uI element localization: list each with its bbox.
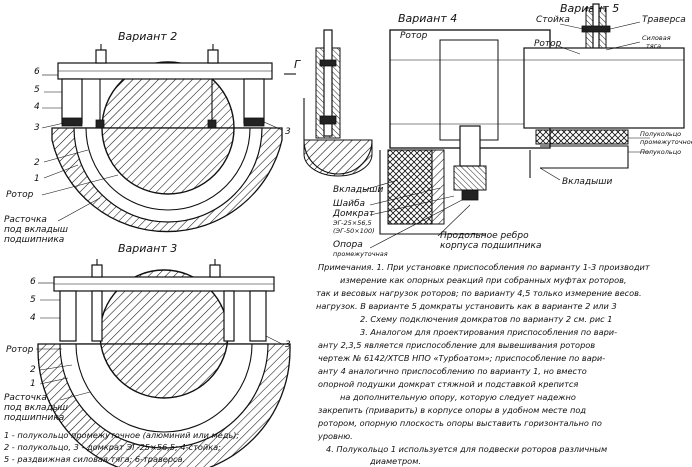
v5-label-liners: Вкладыши bbox=[562, 177, 612, 187]
v3-label-6: 6 bbox=[30, 277, 36, 287]
note-line-7: анту 2,3,5 является приспособление для в… bbox=[318, 340, 595, 350]
legend-line-2: 2 - полукольцо, 3 - домкрат ЭГ-25×56,5; … bbox=[4, 442, 221, 452]
v5-label-rotor: Ротор bbox=[534, 39, 562, 49]
v5-rotor bbox=[523, 47, 685, 129]
v5-label-half-2: промежуточное bbox=[640, 138, 692, 146]
note-line-6: 3. Аналогом для проектирования приспособ… bbox=[360, 327, 617, 337]
legend-line-1: 1 - полукольцо промежуточное (алюминий и… bbox=[4, 430, 239, 440]
note-line-14: уровню. bbox=[317, 431, 353, 441]
v2-label-6: 6 bbox=[34, 67, 40, 77]
v3-label-2: 2 bbox=[30, 365, 36, 375]
v4-label-support-sub: промежуточная bbox=[333, 250, 388, 258]
note-line-10: опорной подушки домкрат стяжной и подста… bbox=[318, 379, 578, 389]
v2-post-right bbox=[243, 78, 265, 124]
note-line-9: анту 4 аналогично приспособлению по вари… bbox=[318, 366, 587, 376]
v3-label-bore-3: подшипника bbox=[4, 413, 64, 423]
variant-5-drawing: Вариант 5 Стойка Траверса Силовая тяга Р… bbox=[523, 2, 692, 187]
v3-label-3: 3 bbox=[285, 340, 291, 350]
note-line-5: 2. Схему подключения домкратов по вариан… bbox=[360, 314, 612, 324]
section-g-detail: Г bbox=[284, 29, 373, 177]
v2-label-3: 3 bbox=[34, 123, 40, 133]
note-line-16: диаметром. bbox=[369, 456, 421, 466]
variant-2-title: Вариант 2 bbox=[118, 30, 177, 43]
legend: 1 - полукольцо промежуточное (алюминий и… bbox=[4, 430, 239, 464]
v2-label-5: 5 bbox=[34, 85, 40, 95]
v5-label-half-1: Полукольцо bbox=[640, 130, 681, 138]
note-line-8: чертеж № 6142/ХТСВ НПО «Турбоатом»; прис… bbox=[318, 353, 605, 363]
v2-label-2: 2 bbox=[34, 158, 40, 168]
v2-label-1: 1 bbox=[34, 174, 40, 184]
v2-label-bore-2: под вкладыш bbox=[4, 225, 68, 235]
note-line-15: 4. Полукольцо 1 используется для подвеск… bbox=[326, 444, 607, 454]
v2-label-3-right: 3 bbox=[285, 127, 291, 137]
note-line-4: нагрузок. В варианте 5 домкраты установи… bbox=[316, 301, 617, 311]
v4-label-rib-1: Продольное ребро bbox=[440, 231, 529, 241]
note-line-1: Примечания. 1. При установке приспособле… bbox=[318, 262, 650, 272]
v3-label-4: 4 bbox=[30, 313, 36, 323]
notes-block: Примечания. 1. При установке приспособле… bbox=[316, 262, 650, 466]
v4-label-jack-spec-2: (ЭГ-50×100) bbox=[333, 227, 375, 235]
v2-post-left bbox=[61, 78, 83, 124]
v5-label-traverse: Траверса bbox=[642, 15, 686, 25]
v3-label-bore-1: Расточка bbox=[4, 393, 47, 403]
variant-4-title: Вариант 4 bbox=[398, 12, 457, 25]
note-line-11: на дополнительную опору, которую следует… bbox=[340, 392, 576, 402]
v4-label-rotor: Ротор bbox=[400, 31, 428, 41]
legend-line-3: 5 - раздвижная силовая тяга; 6-траверса. bbox=[4, 454, 185, 464]
v2-label-bore-3: подшипника bbox=[4, 235, 64, 245]
v3-label-bore-2: под вкладыш bbox=[4, 403, 68, 413]
v4-label-rib-2: корпуса подшипника bbox=[440, 241, 541, 251]
v4-liners bbox=[387, 149, 433, 225]
v2-label-rotor: Ротор bbox=[6, 190, 34, 200]
variant-3-title: Вариант 3 bbox=[118, 242, 177, 255]
v3-label-rotor: Ротор bbox=[6, 345, 34, 355]
v2-label-bore-1: Расточка bbox=[4, 215, 47, 225]
note-line-2: измерение как опорных реакций при собран… bbox=[340, 275, 627, 285]
v4-label-jack: Домкрат bbox=[332, 209, 375, 219]
variant-4-drawing: Вариант 4 Ротор Вкладыши Шайба Домкрат Э… bbox=[332, 12, 551, 258]
v3-label-5: 5 bbox=[30, 295, 36, 305]
v5-label-rod-2: тяга bbox=[646, 42, 661, 50]
v4-label-jack-spec-1: ЭГ-25×56,5 bbox=[332, 219, 372, 227]
v4-label-washer: Шайба bbox=[333, 199, 365, 209]
v3-label-1: 1 bbox=[30, 379, 36, 389]
v5-label-post: Стойка bbox=[536, 15, 570, 25]
variant-2-drawing: Вариант 2 6 5 bbox=[4, 30, 291, 245]
variant-3-drawing: Вариант 3 6 5 4 3 2 1 Ротор Расточка bbox=[4, 242, 291, 467]
section-mark: Г bbox=[294, 58, 301, 71]
note-line-13: ротором, опорную плоскость опоры выстави… bbox=[317, 418, 602, 428]
note-line-12: закрепить (приварить) в корпусе опоры в … bbox=[318, 405, 586, 415]
v4-label-liners: Вкладыши bbox=[333, 185, 383, 195]
v5-label-half-3: Полукольцо bbox=[640, 148, 681, 156]
v4-label-support: Опора bbox=[333, 240, 363, 250]
v2-label-4: 4 bbox=[34, 102, 40, 112]
note-line-3: так и весовых нагрузок роторов; по вариа… bbox=[316, 288, 642, 298]
v5-label-rod-1: Силовая bbox=[642, 34, 671, 42]
